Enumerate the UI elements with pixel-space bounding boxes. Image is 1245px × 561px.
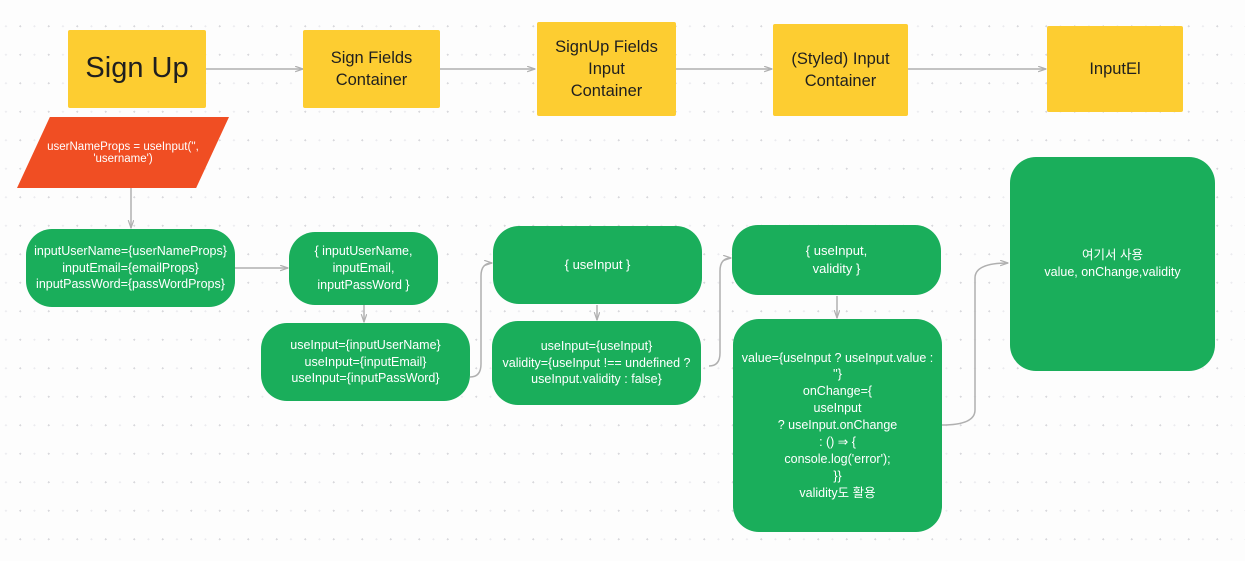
node-label: useInput={inputUserName} useInput={input… <box>290 337 441 386</box>
node-destructure-useinput[interactable]: { useInput } <box>493 226 702 304</box>
node-styled-input-container[interactable]: (Styled) Input Container <box>773 24 908 116</box>
node-label: inputUserName={userNameProps} inputEmail… <box>34 243 227 292</box>
node-label: { inputUserName, inputEmail, inputPassWo… <box>314 244 413 292</box>
node-sign-fields-container[interactable]: Sign Fields Container <box>303 30 440 108</box>
node-label: useInput={useInput} validity={useInput !… <box>502 338 691 387</box>
node-label: { useInput, validity } <box>805 243 868 276</box>
node-label: (Styled) Input Container <box>791 49 890 90</box>
node-validity-assign[interactable]: useInput={useInput} validity={useInput !… <box>492 321 701 405</box>
node-label: SignUp Fields Input Container <box>555 37 658 101</box>
node-label: Sign Fields Container <box>330 48 413 89</box>
wire-value-to-final <box>941 259 1009 426</box>
node-label: Sign Up <box>85 52 189 85</box>
node-username-props-note[interactable]: userNameProps = useInput('', 'username') <box>17 117 229 188</box>
node-label: { useInput } <box>564 257 631 273</box>
wire-validity-to-destructure3 <box>708 254 732 367</box>
node-final-usage[interactable]: 여기서 사용 value, onChange,validity <box>1010 157 1215 371</box>
node-destructure-props[interactable]: { inputUserName, inputEmail, inputPassWo… <box>289 232 438 305</box>
node-value-onchange[interactable]: value={useInput ? useInput.value : ''} o… <box>733 319 942 532</box>
node-input-props[interactable]: inputUserName={userNameProps} inputEmail… <box>26 229 235 307</box>
node-label: value={useInput ? useInput.value : ''} o… <box>741 350 934 500</box>
node-destructure-useinput-validity[interactable]: { useInput, validity } <box>732 225 941 295</box>
wire-useinput-to-destructure2 <box>469 259 493 378</box>
node-useinput-assign[interactable]: useInput={inputUserName} useInput={input… <box>261 323 470 401</box>
node-signup-fields-input-container[interactable]: SignUp Fields Input Container <box>537 22 676 116</box>
node-label: userNameProps = useInput('', 'username') <box>47 140 199 165</box>
node-label: 여기서 사용 value, onChange,validity <box>1044 248 1181 279</box>
node-sign-up[interactable]: Sign Up <box>68 30 206 108</box>
node-input-el[interactable]: InputEl <box>1047 26 1183 112</box>
node-label: InputEl <box>1089 59 1141 78</box>
